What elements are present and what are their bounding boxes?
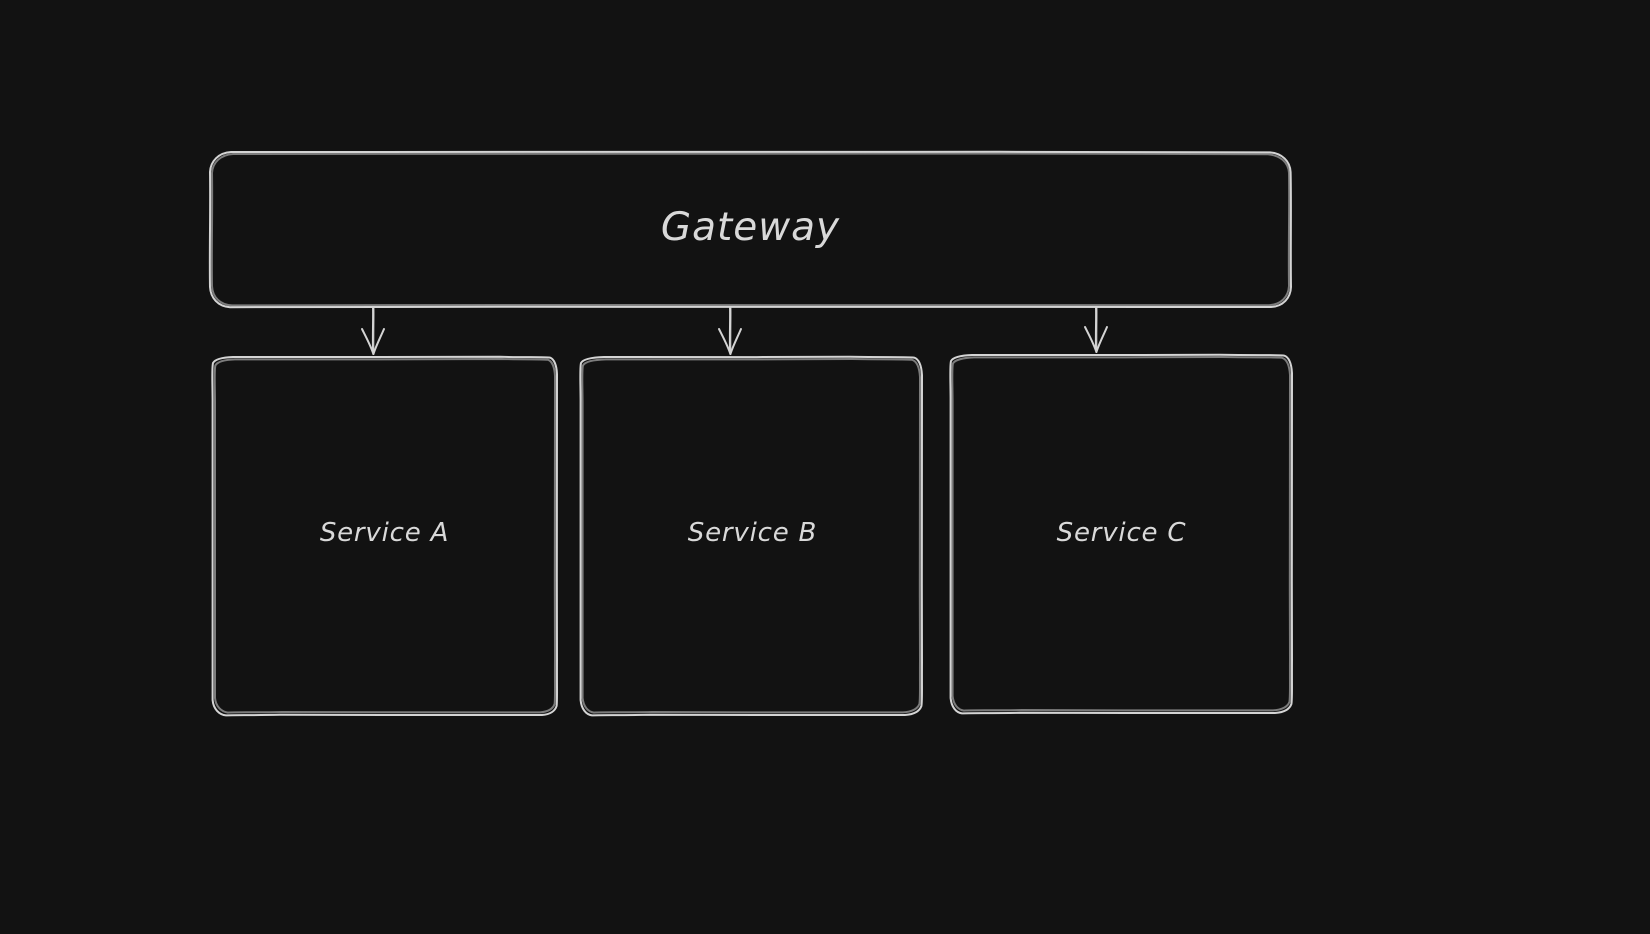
edge-gateway-to-service-a	[361, 306, 385, 355]
edge-gateway-to-service-c	[1084, 306, 1108, 353]
node-service-c-label: Service C	[1056, 518, 1187, 548]
node-service-a-label: Service A	[319, 518, 450, 548]
edge-gateway-to-service-b	[718, 306, 742, 355]
node-service-b-label: Service B	[687, 518, 818, 548]
node-gateway-label: Gateway	[660, 205, 841, 250]
